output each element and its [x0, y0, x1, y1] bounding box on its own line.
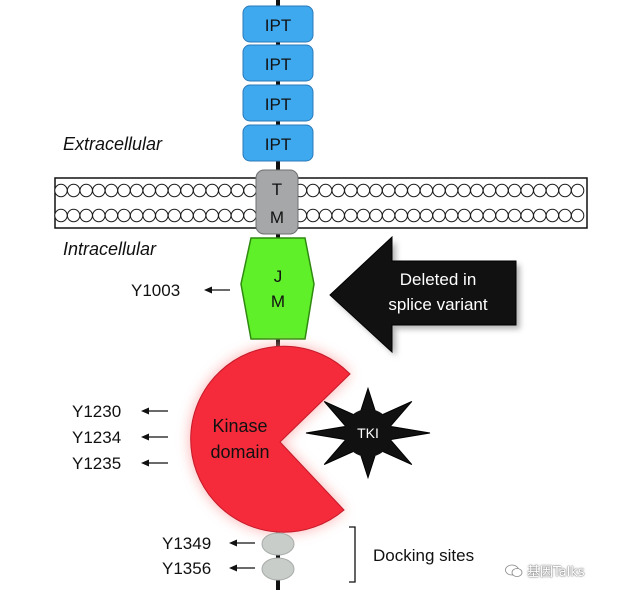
ipt-domain: IPT — [242, 44, 314, 82]
ipt-domain-stack: IPT IPT IPT IPT — [242, 5, 314, 162]
kinase-label-line2: domain — [210, 442, 269, 462]
deleted-label-line1: Deleted in — [400, 270, 477, 289]
residue-label: Y1230 — [72, 402, 121, 421]
watermark: 基因Talks — [505, 561, 585, 580]
jm-label-m: M — [271, 292, 285, 311]
tki-inhibitor: TKI — [305, 386, 431, 480]
residue-y1234: Y1234 — [72, 428, 168, 447]
watermark-text: 基因Talks — [527, 565, 585, 580]
kinase-label-line1: Kinase — [212, 416, 267, 436]
residue-label: Y1003 — [131, 281, 180, 300]
cell-membrane — [54, 177, 588, 229]
ipt-label: IPT — [265, 135, 291, 154]
residue-label: Y1235 — [72, 454, 121, 473]
splice-variant-arrow: Deleted in splice variant — [329, 235, 520, 356]
juxtamembrane-domain: J M — [240, 237, 315, 340]
wechat-icon — [505, 564, 523, 577]
ipt-domain: IPT — [242, 5, 314, 43]
extracellular-label: Extracellular — [63, 134, 163, 154]
tki-label: TKI — [357, 425, 379, 441]
transmembrane-domain: T M — [255, 169, 299, 235]
residue-y1356: Y1356 — [162, 559, 255, 578]
jm-label-j: J — [274, 267, 283, 286]
ipt-label: IPT — [265, 95, 291, 114]
residue-label: Y1349 — [162, 534, 211, 553]
deleted-label-line2: splice variant — [388, 295, 487, 314]
tm-label-t: T — [272, 180, 282, 199]
residue-y1230: Y1230 — [72, 402, 168, 421]
ipt-domain: IPT — [242, 124, 314, 162]
tm-label-m: M — [270, 208, 284, 227]
ipt-label: IPT — [265, 16, 291, 35]
docking-sites-label: Docking sites — [373, 546, 474, 565]
docking-bracket — [349, 526, 356, 583]
ipt-domain: IPT — [242, 84, 314, 122]
residue-y1003: Y1003 — [131, 281, 230, 300]
residue-label: Y1356 — [162, 559, 211, 578]
intracellular-label: Intracellular — [63, 239, 157, 259]
residue-label: Y1234 — [72, 428, 121, 447]
ipt-label: IPT — [265, 55, 291, 74]
kinase-domain: Kinase domain — [190, 345, 351, 533]
residue-y1235: Y1235 — [72, 454, 168, 473]
docking-site-ovals — [261, 532, 295, 581]
residue-y1349: Y1349 — [162, 534, 255, 553]
